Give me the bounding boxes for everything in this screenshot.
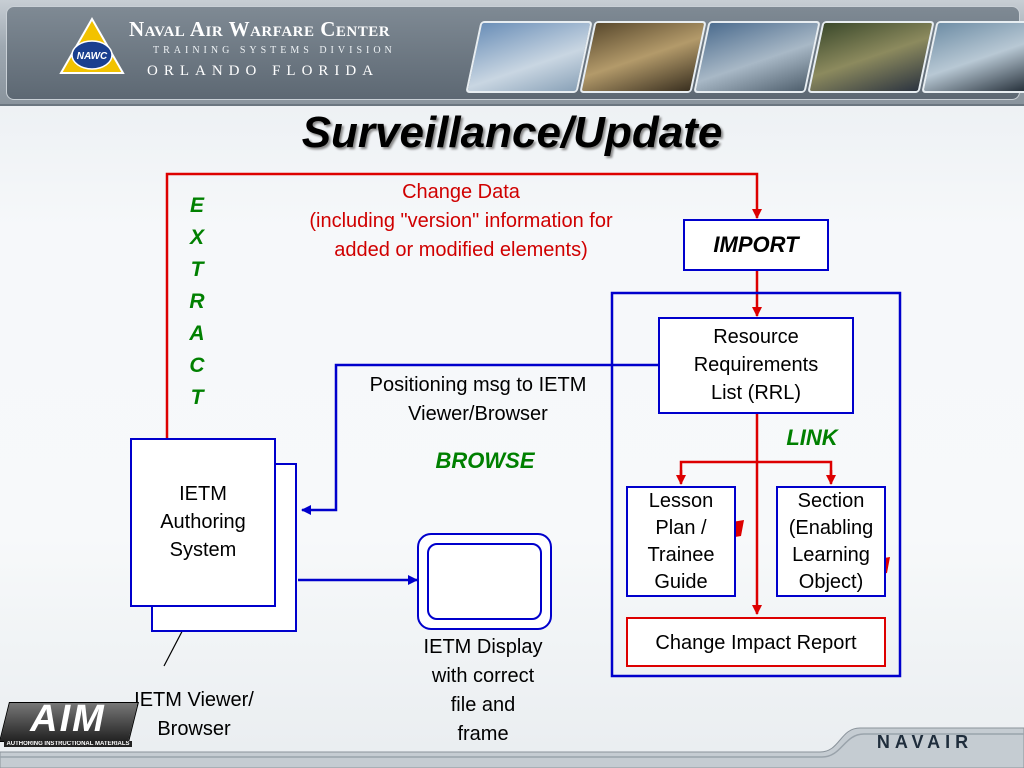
display-line-4: frame xyxy=(457,723,509,745)
positioning-label: Positioning msg to IETM Viewer/Browser xyxy=(338,371,618,429)
authoring-line-1: IETM xyxy=(179,483,227,505)
section-line-2: (Enabling xyxy=(788,517,874,539)
positioning-line-1: Positioning msg to IETM xyxy=(369,374,587,396)
aim-logo-icon: AIM AUTHORING INSTRUCTIONAL MATERIALS xyxy=(0,698,139,752)
lesson-line-3: Trainee xyxy=(647,544,715,566)
extract-import-line xyxy=(165,172,762,438)
authoring-line-3: System xyxy=(169,539,237,561)
display-line-1: IETM Display xyxy=(423,636,543,658)
display-monitor-icon xyxy=(417,533,552,630)
display-screen xyxy=(427,543,542,620)
extract-label: E X T R A C T xyxy=(183,190,211,414)
navair-logo: NAVAIR xyxy=(876,732,974,752)
extract-letter: R xyxy=(189,290,205,313)
positioning-arrow xyxy=(301,363,658,515)
rrl-line-1: Resource xyxy=(713,326,799,348)
rrl-text: Resource Requirements List (RRL) xyxy=(660,323,852,407)
lesson-text: Lesson Plan / Trainee Guide xyxy=(628,488,734,596)
aim-logo-text: AIM xyxy=(30,698,106,740)
authoring-line-2: Authoring xyxy=(160,511,246,533)
viewer-line-1: IETM Viewer/ xyxy=(134,689,254,711)
lesson-plan-box: Lesson Plan / Trainee Guide xyxy=(626,486,736,597)
extract-letter: C xyxy=(189,354,205,377)
section-text: Section (Enabling Learning Object) xyxy=(778,488,884,596)
viewer-label: IETM Viewer/ Browser xyxy=(114,686,274,744)
change-data-label: Change Data (including "version" informa… xyxy=(268,178,654,265)
extract-letter: A xyxy=(189,322,205,345)
authoring-text: IETM Authoring System xyxy=(132,480,274,564)
impact-report-box: Change Impact Report xyxy=(626,617,886,667)
import-box: IMPORT xyxy=(683,219,829,271)
lesson-line-2: Plan / xyxy=(655,517,707,539)
rrl-box: Resource Requirements List (RRL) xyxy=(658,317,854,414)
display-line-2: with correct xyxy=(431,665,535,687)
extract-letter: T xyxy=(190,386,204,409)
authoring-box: IETM Authoring System xyxy=(130,438,276,607)
change-data-line-2: (including "version" information for xyxy=(309,210,613,232)
org-location: ORLANDO FLORIDA xyxy=(147,63,380,79)
org-name: Naval Air Warfare Center xyxy=(129,17,391,41)
link-label: LINK xyxy=(786,425,838,450)
section-line-1: Section xyxy=(797,490,865,512)
logo-text: NAWC xyxy=(77,51,108,62)
display-line-3: file and xyxy=(450,694,516,716)
viewer-line-2: Browser xyxy=(157,718,231,740)
header-banner: NAWC Naval Air Warfare Center TRAINING S… xyxy=(0,0,1024,106)
nawc-panel: NAWC Naval Air Warfare Center TRAINING S… xyxy=(57,15,392,79)
change-data-line-3: added or modified elements) xyxy=(334,239,588,261)
display-label: IETM Display with correct file and frame xyxy=(398,633,568,749)
rrl-container xyxy=(610,291,902,678)
extract-letter: T xyxy=(190,258,204,281)
extract-letter: E xyxy=(189,194,204,217)
rrl-line-3: List (RRL) xyxy=(710,382,801,404)
section-line-3: Learning xyxy=(792,544,870,566)
impact-report-label: Change Impact Report xyxy=(655,632,857,654)
aim-logo-subtext: AUTHORING INSTRUCTIONAL MATERIALS xyxy=(4,741,132,747)
lesson-line-1: Lesson xyxy=(648,490,714,512)
rrl-line-2: Requirements xyxy=(693,354,819,376)
nawc-logo-icon: NAWC xyxy=(59,16,125,74)
section-box: Section (Enabling Learning Object) xyxy=(776,486,886,597)
section-line-4: Object) xyxy=(798,571,864,593)
positioning-line-2: Viewer/Browser xyxy=(408,403,548,425)
header-inner: NAWC Naval Air Warfare Center TRAINING S… xyxy=(6,6,1024,100)
slide-title: Surveillance/Update xyxy=(301,108,723,157)
change-data-line-1: Change Data xyxy=(402,181,520,203)
lesson-line-4: Guide xyxy=(654,571,708,593)
import-label: IMPORT xyxy=(713,232,799,257)
org-division: TRAINING SYSTEMS DIVISION xyxy=(153,45,396,56)
extract-letter: X xyxy=(189,226,204,249)
browse-label: BROWSE xyxy=(435,448,535,473)
